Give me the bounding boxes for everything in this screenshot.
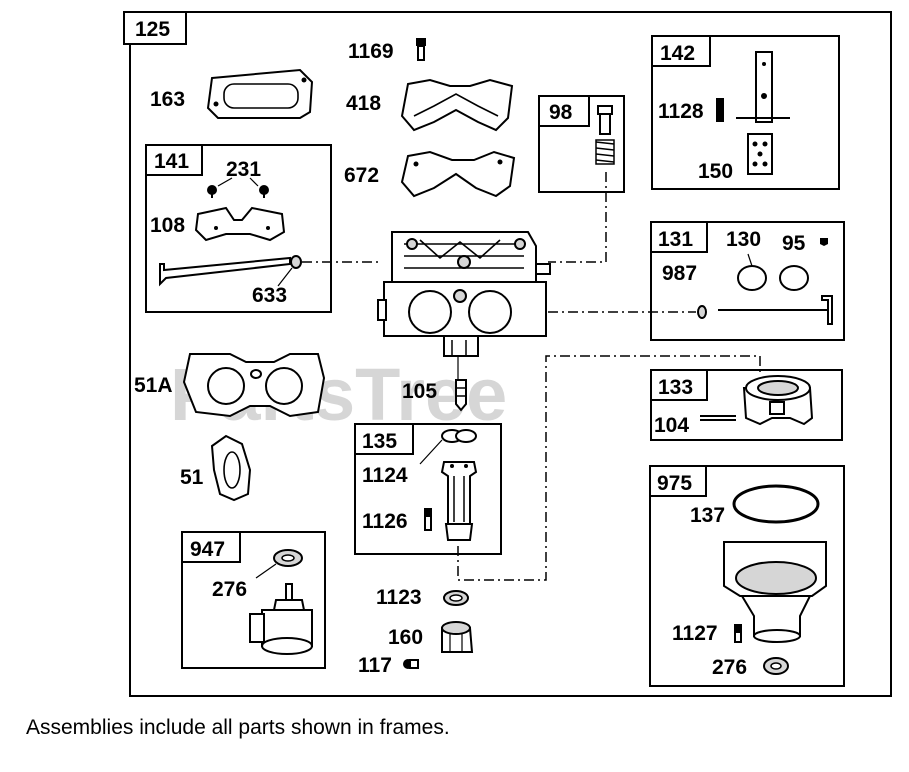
frame-975-tag: 975 [657, 472, 692, 495]
frame-133-tag: 133 [658, 376, 693, 399]
solenoid-947-drawing [249, 549, 313, 655]
frame-131-tag: 131 [658, 228, 693, 251]
part-label-95: 95 [782, 232, 806, 255]
part-label-1124: 1124 [362, 464, 408, 487]
frame-135-tag: 135 [362, 430, 397, 453]
emulsion-tube-135-drawing [419, 429, 478, 541]
carburetor-body-drawing [377, 231, 551, 357]
needle-105-drawing [455, 379, 467, 412]
gasket-163-drawing [206, 68, 314, 119]
gasket-51a-drawing [182, 353, 326, 418]
screw-1169-drawing [416, 38, 426, 61]
frame-133 [650, 369, 843, 441]
part-label-137: 137 [690, 504, 725, 527]
part-label-276-a: 276 [212, 578, 247, 601]
frame-141 [145, 144, 332, 313]
part-label-104: 104 [654, 414, 689, 437]
part-label-105: 105 [402, 380, 437, 403]
frame-142 [651, 35, 840, 190]
part-label-1128: 1128 [658, 100, 704, 123]
frame-947-tag: 947 [190, 538, 225, 561]
frame-141-tag: 141 [154, 150, 189, 173]
frame-135 [354, 423, 502, 555]
part-label-163: 163 [150, 88, 185, 111]
part-label-1169: 1169 [348, 40, 394, 63]
part-label-672: 672 [344, 164, 379, 187]
frame-125-tag: 125 [135, 18, 170, 41]
frame-975 [649, 465, 845, 687]
part-label-1126: 1126 [362, 510, 408, 533]
part-label-1127: 1127 [672, 622, 718, 645]
assemblies-note: Assemblies include all parts shown in fr… [26, 716, 450, 739]
frame-125 [129, 11, 892, 697]
loose-parts-drawing [403, 590, 474, 669]
part-label-231: 231 [226, 158, 261, 181]
part-label-117: 117 [358, 654, 392, 677]
gasket-51-drawing [210, 434, 252, 502]
frame-142-tag: 142 [660, 42, 695, 65]
part-label-150: 150 [698, 160, 733, 183]
gasket-672-drawing [400, 150, 516, 198]
part-label-51: 51 [180, 466, 204, 489]
choke-plate-parts-drawing [159, 177, 302, 287]
throttle-plate-131-drawing [697, 238, 833, 325]
part-label-633: 633 [252, 284, 287, 307]
frame-947 [181, 531, 326, 669]
part-label-51A: 51A [134, 374, 173, 397]
part-label-108: 108 [150, 214, 185, 237]
frame-131 [650, 221, 845, 341]
part-label-418: 418 [346, 92, 381, 115]
frame-98-tag: 98 [549, 101, 573, 124]
gasket-418-drawing [400, 78, 514, 132]
part-label-276-b: 276 [712, 656, 747, 679]
screw-spring-98-drawing [595, 105, 615, 165]
part-label-987: 987 [662, 262, 697, 285]
float-133-drawing [700, 375, 814, 426]
part-label-160: 160 [388, 626, 423, 649]
float-bowl-975-drawing [723, 484, 827, 675]
part-label-130: 130 [726, 228, 761, 251]
bracket-142-drawing [716, 51, 790, 175]
part-label-1123: 1123 [376, 586, 422, 609]
